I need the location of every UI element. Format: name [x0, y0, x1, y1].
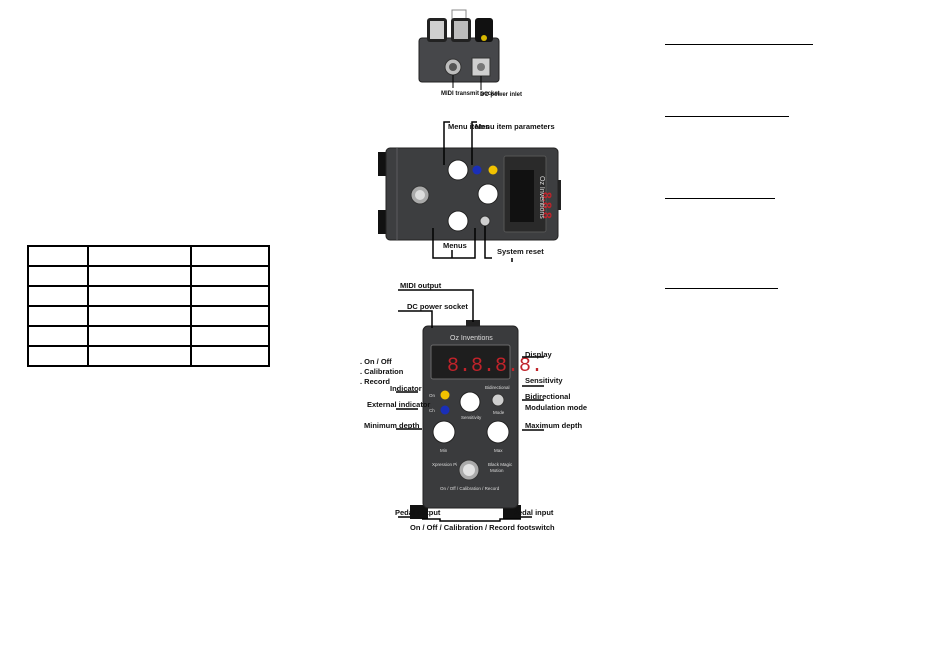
label-calibration: . Calibration	[360, 367, 404, 376]
panel-footswitch-caption: On / Off / Calibration / Record	[440, 486, 500, 491]
empty-table	[27, 245, 270, 367]
label-modulation-mode: Modulation mode	[525, 403, 587, 412]
label-dc-power-inlet: DC power inlet	[480, 92, 522, 98]
rule-2	[665, 116, 789, 117]
label-midi-transmit-socket: MIDI transmit socket	[441, 91, 500, 97]
panel-xpression: Xpression Pi	[432, 462, 457, 467]
label-minimum-depth: Minimum depth	[364, 421, 420, 430]
panel-max: Max	[494, 448, 503, 453]
label-indicator: Indicator	[390, 384, 422, 393]
side-brand: Oz Inventions	[538, 176, 545, 219]
label-menus: Menus	[443, 241, 467, 250]
panel-motion: Motion	[490, 468, 504, 473]
rule-4	[665, 288, 778, 289]
side-view-illustration	[378, 147, 561, 241]
label-bidirectional: Bidirectional	[525, 392, 570, 401]
label-menu-item-parameters: Menu item parameters	[475, 122, 555, 131]
front-display-digits: 8.8.8.8.	[447, 355, 543, 378]
label-midi-output: MIDI output	[400, 281, 442, 290]
panel-mode: Mode	[493, 410, 505, 415]
front-brand: Oz Inventions	[450, 335, 493, 342]
front-view-illustration	[410, 320, 521, 519]
panel-black-magic: Black Magic	[488, 462, 513, 467]
label-dc-power-socket: DC power socket	[407, 302, 468, 311]
panel-sensitivity: Sensitivity	[461, 415, 482, 420]
panel-ch: Ch	[429, 408, 435, 413]
panel-bidirectional: Bidirectional	[485, 385, 510, 390]
label-on-off: . On / Off	[360, 357, 392, 366]
label-record: . Record	[360, 377, 390, 386]
label-pedal-input: Pedal input	[513, 508, 554, 517]
label-display: Display	[525, 350, 553, 359]
panel-min: Min	[440, 448, 448, 453]
label-maximum-depth: Maximum depth	[525, 421, 583, 430]
label-pedal-output: Pedal output	[395, 508, 441, 517]
label-footswitch: On / Off / Calibration / Record footswit…	[410, 523, 555, 532]
label-sensitivity: Sensitivity	[525, 376, 563, 385]
rule-1	[665, 44, 813, 45]
side-display-digits: 8.8.8	[540, 192, 554, 219]
label-menu: Menu items	[448, 122, 489, 131]
label-external-indicator: External indicator	[367, 400, 430, 409]
rule-3	[665, 198, 775, 199]
top-pedal-illustration	[418, 9, 500, 90]
panel-on: On	[429, 393, 436, 398]
label-system-reset: System reset	[497, 247, 544, 256]
